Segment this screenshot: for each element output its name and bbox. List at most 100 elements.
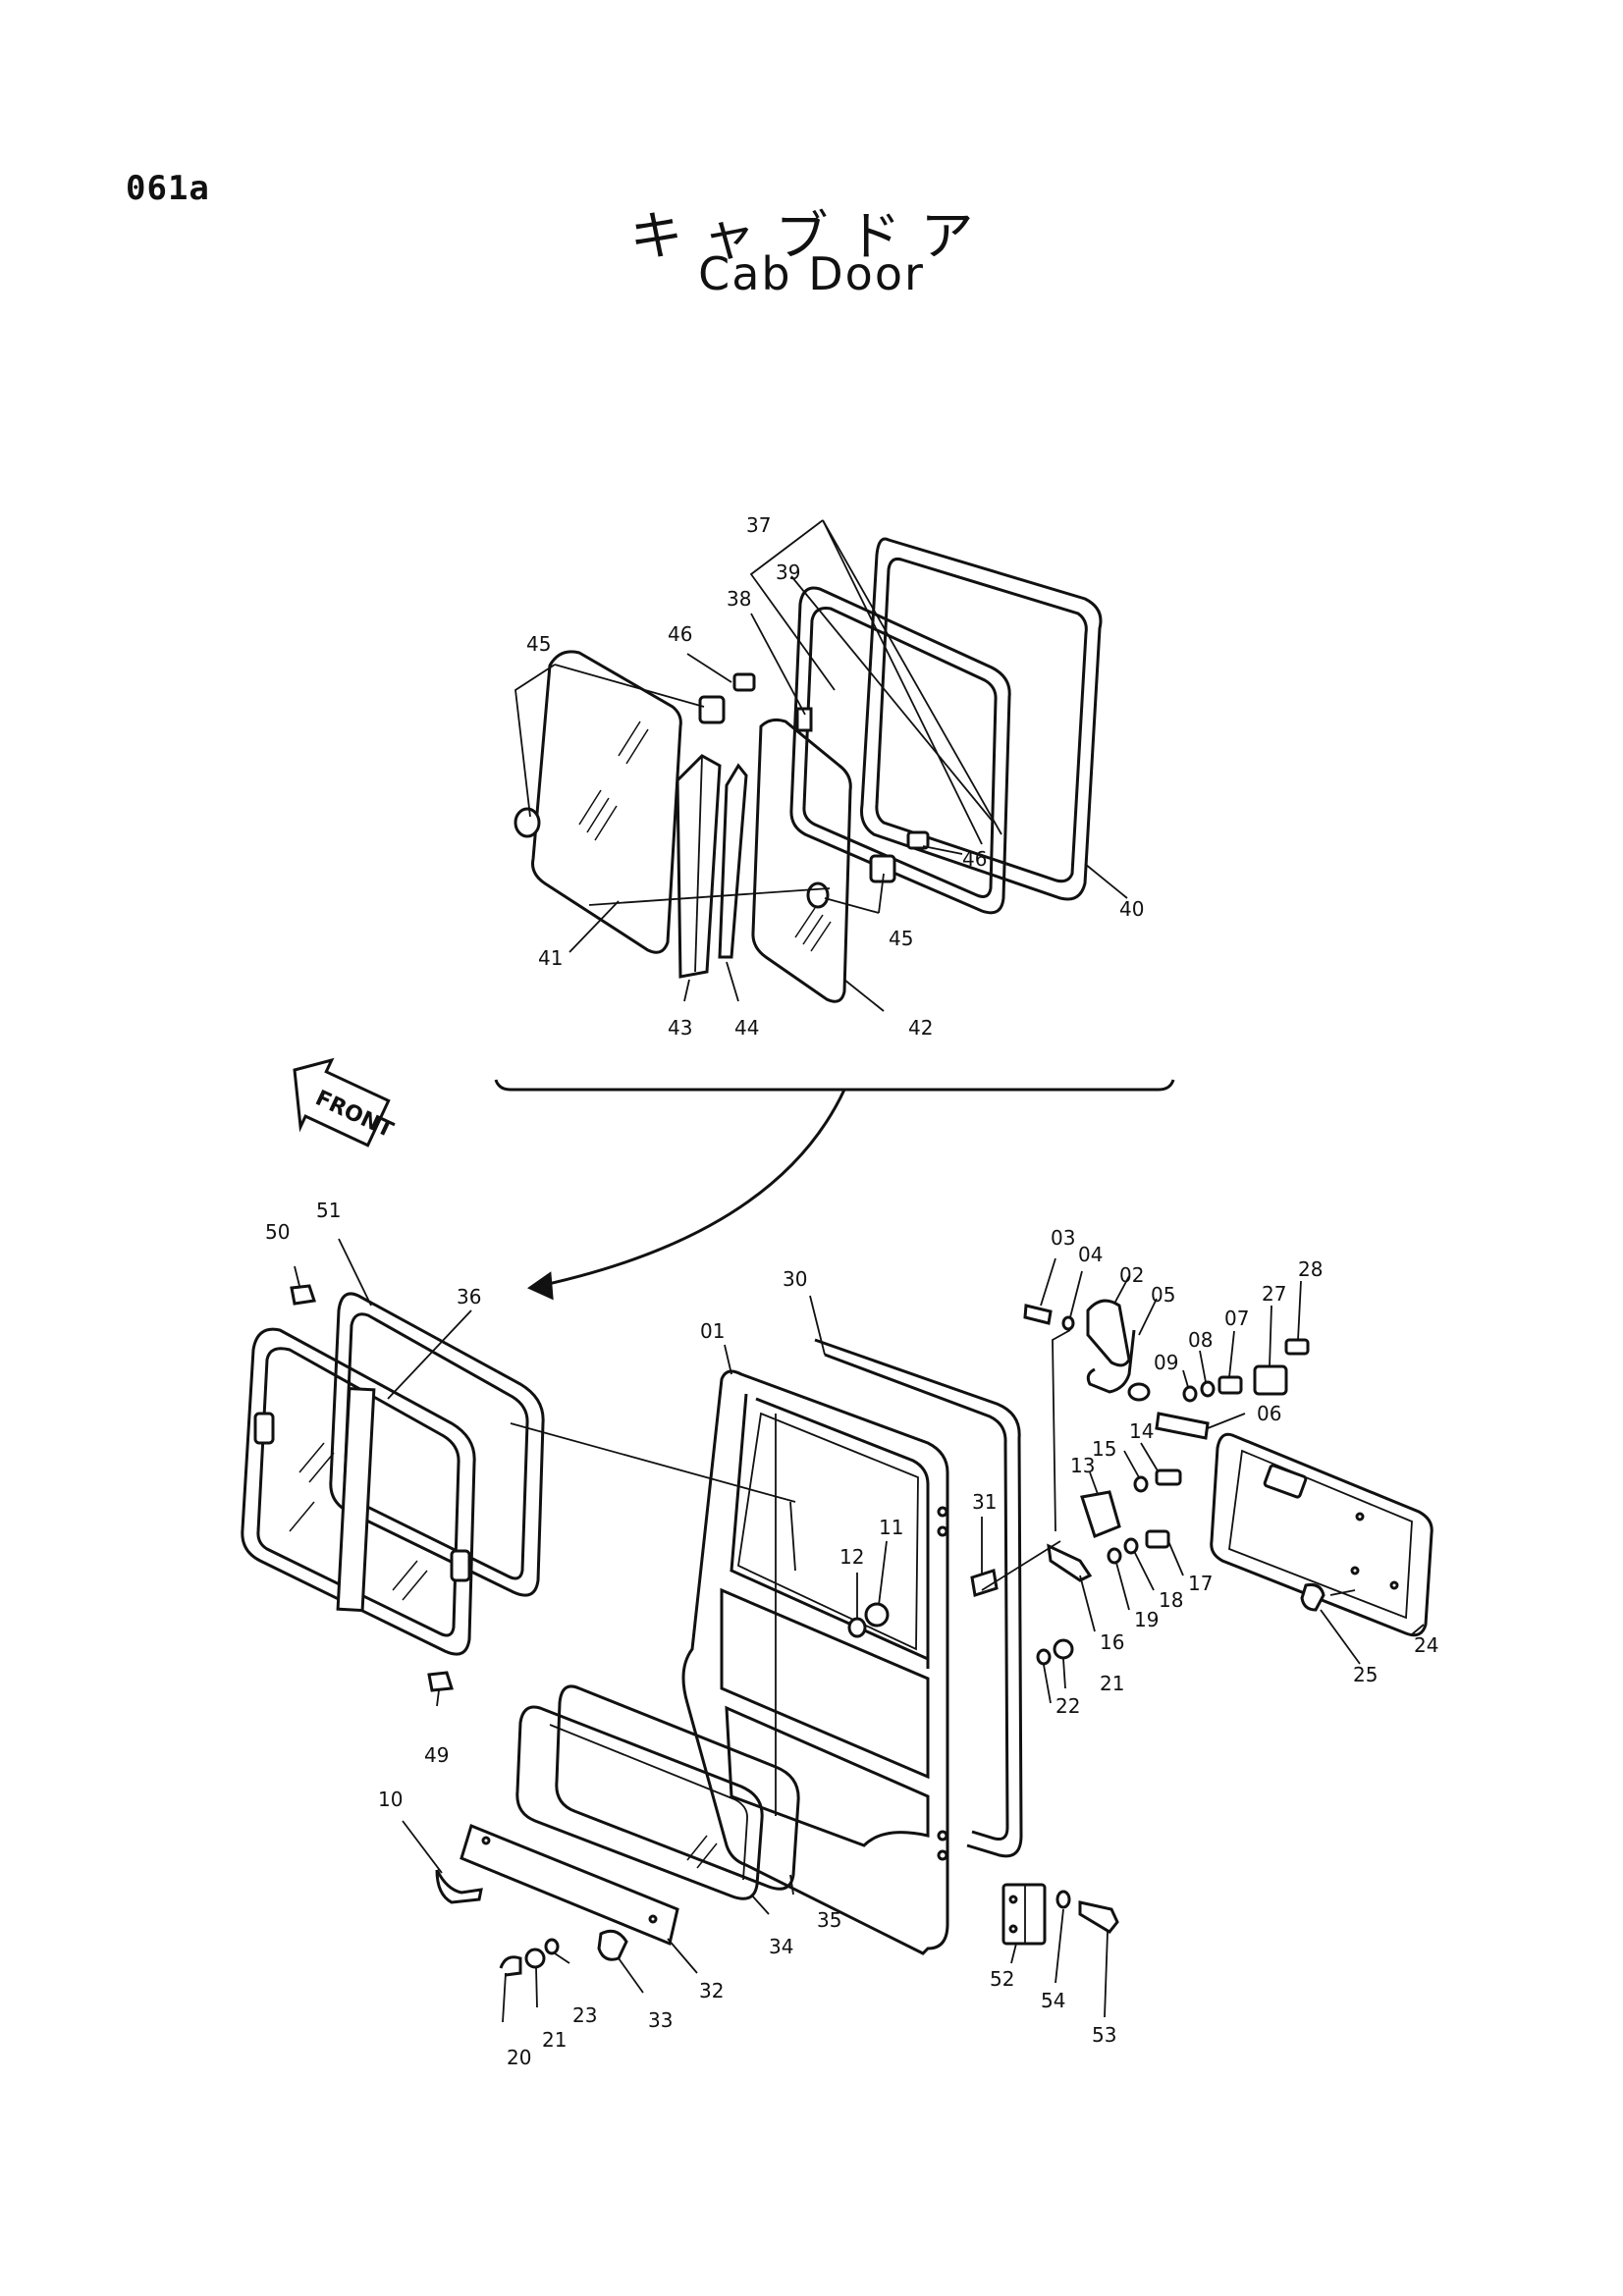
part-18-washer xyxy=(1123,1537,1139,1555)
label-37: 37 xyxy=(746,513,771,537)
part-14-bolt xyxy=(1155,1468,1182,1486)
label-22: 22 xyxy=(1055,1694,1080,1718)
part-50-pad xyxy=(290,1284,316,1306)
label-10: 10 xyxy=(378,1788,403,1811)
part-38-clip xyxy=(795,707,813,732)
label-20: 20 xyxy=(507,2046,531,2069)
label-14: 14 xyxy=(1129,1419,1154,1443)
part-24-panel xyxy=(1210,1432,1434,1637)
label-18: 18 xyxy=(1159,1588,1183,1612)
part-21-nut-right xyxy=(1053,1638,1074,1660)
label-45-top: 45 xyxy=(526,632,551,656)
part-09-washer xyxy=(1182,1385,1198,1403)
part-33-knob xyxy=(597,1929,628,1961)
part-27-handle xyxy=(1253,1364,1288,1396)
part-40-frame xyxy=(860,537,1103,901)
label-54: 54 xyxy=(1041,1989,1065,2012)
title-english: Cab Door xyxy=(698,247,925,300)
part-08-washer xyxy=(1200,1380,1216,1398)
upper-window-assembly xyxy=(514,519,1128,1012)
part-43-strip xyxy=(676,754,722,979)
part-01-door xyxy=(681,1369,949,1955)
label-33: 33 xyxy=(648,2008,673,2032)
lower-door-assembly xyxy=(241,1238,1434,2023)
part-03-bolt xyxy=(1023,1304,1053,1325)
page-code: 061a xyxy=(126,169,210,208)
part-21-nut-left xyxy=(524,1948,546,1969)
label-03: 03 xyxy=(1051,1226,1075,1250)
label-07: 07 xyxy=(1224,1307,1249,1330)
label-21-right: 21 xyxy=(1100,1672,1124,1695)
label-42: 42 xyxy=(908,1016,933,1040)
part-17-bolt xyxy=(1145,1529,1170,1549)
label-40: 40 xyxy=(1119,897,1144,921)
part-49-pad xyxy=(427,1671,454,1692)
label-02: 02 xyxy=(1119,1263,1144,1287)
label-31: 31 xyxy=(972,1490,997,1514)
label-05: 05 xyxy=(1151,1283,1175,1307)
part-46-bolt-mid xyxy=(906,830,930,850)
label-09: 09 xyxy=(1154,1351,1178,1374)
label-24: 24 xyxy=(1414,1633,1438,1657)
part-31-bolt xyxy=(970,1569,999,1597)
part-07-bolt xyxy=(1217,1375,1243,1395)
label-17: 17 xyxy=(1188,1572,1213,1595)
label-06: 06 xyxy=(1257,1402,1281,1425)
part-46-bolt-top xyxy=(732,672,756,692)
label-52: 52 xyxy=(990,1967,1014,1991)
part-44-strip xyxy=(718,763,748,959)
part-10-hook xyxy=(435,1869,483,1904)
label-46-mid: 46 xyxy=(962,847,987,871)
label-23: 23 xyxy=(572,2003,597,2027)
part-02-latch xyxy=(1086,1299,1131,1367)
part-30-seal xyxy=(814,1338,1023,1858)
label-11: 11 xyxy=(879,1516,903,1539)
part-19-washer xyxy=(1107,1547,1122,1565)
assembly-bracket xyxy=(494,1079,1175,1092)
part-28-screw xyxy=(1284,1338,1310,1356)
part-20-latch xyxy=(499,1955,522,1977)
part-22-washer xyxy=(1036,1648,1052,1666)
label-32: 32 xyxy=(699,1979,724,2002)
label-44: 44 xyxy=(734,1016,759,1040)
label-39: 39 xyxy=(776,561,800,584)
label-27: 27 xyxy=(1262,1282,1286,1306)
label-36: 36 xyxy=(457,1285,481,1308)
part-45-hinge-top xyxy=(698,695,726,724)
label-50: 50 xyxy=(265,1220,290,1244)
label-45-mid: 45 xyxy=(889,927,913,950)
part-11-nut xyxy=(864,1602,890,1628)
label-30: 30 xyxy=(783,1267,807,1291)
part-05-rod xyxy=(1086,1329,1136,1394)
label-28: 28 xyxy=(1298,1257,1323,1281)
part-41-glass xyxy=(531,650,682,954)
part-12-washer xyxy=(847,1617,867,1638)
part-42-glass xyxy=(751,718,852,1003)
part-53-bolt xyxy=(1078,1900,1119,1934)
label-19: 19 xyxy=(1134,1608,1159,1631)
label-41: 41 xyxy=(538,946,563,970)
label-01: 01 xyxy=(700,1319,725,1343)
part-36-window xyxy=(241,1327,476,1656)
label-15: 15 xyxy=(1092,1437,1116,1461)
label-51: 51 xyxy=(316,1199,341,1222)
label-35: 35 xyxy=(817,1908,841,1932)
part-51-frame xyxy=(329,1292,545,1597)
label-04: 04 xyxy=(1078,1243,1103,1266)
part-32-panel xyxy=(460,1823,679,1947)
label-49: 49 xyxy=(424,1743,449,1767)
part-54-washer xyxy=(1055,1890,1071,1909)
part-04-washer xyxy=(1061,1315,1075,1331)
label-13: 13 xyxy=(1070,1454,1095,1477)
label-53: 53 xyxy=(1092,2023,1116,2047)
part-45-fitting-right-a xyxy=(806,881,830,909)
assembly-arrow xyxy=(529,1089,846,1290)
part-06-plate xyxy=(1155,1412,1210,1440)
part-15-washer xyxy=(1133,1475,1149,1493)
callout-labels: 37 39 38 45 46 40 46 45 41 43 44 42 50 5… xyxy=(265,513,1438,2069)
part-25-clip xyxy=(1300,1583,1325,1612)
label-38: 38 xyxy=(727,587,751,611)
label-08: 08 xyxy=(1188,1328,1213,1352)
label-43: 43 xyxy=(668,1016,692,1040)
part-35-frame xyxy=(555,1684,800,1891)
